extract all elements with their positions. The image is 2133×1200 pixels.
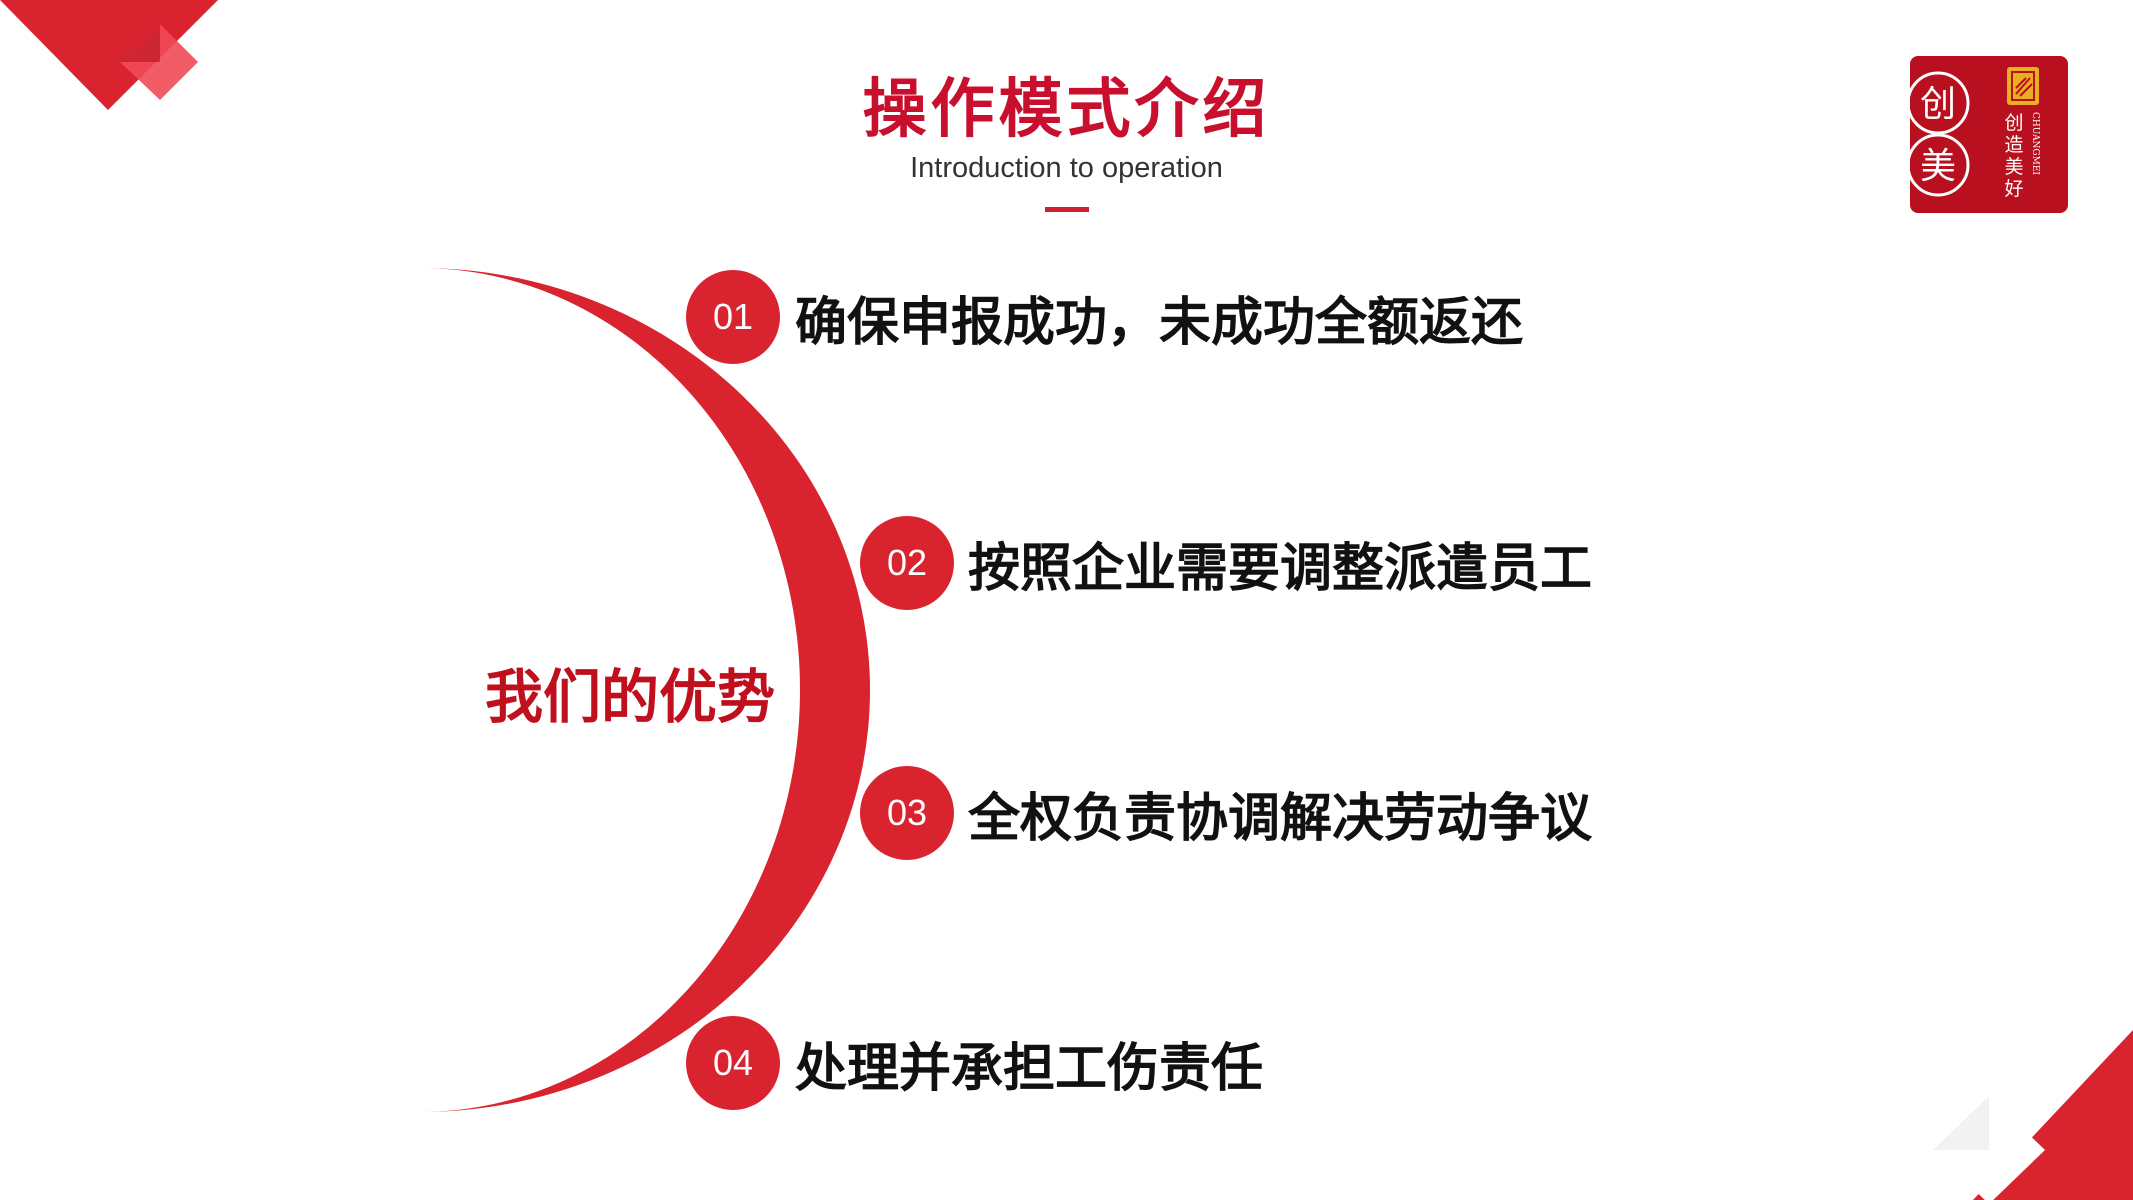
logo-tagline-char: 造: [2004, 134, 2024, 156]
title-underline: [1045, 207, 1089, 212]
logo-tagline-char: 美: [2004, 156, 2024, 178]
logo-tagline-char: 创: [2004, 112, 2024, 134]
item-number-badge: 03: [860, 766, 954, 860]
logo-latin-text: CHUANGMEI: [2030, 112, 2040, 175]
corner-decoration-bottom-right: [1933, 1030, 2133, 1200]
corner-decoration-top-left: [0, 0, 218, 110]
logo-emblem-char: 美: [1920, 146, 1956, 187]
logo-tagline: 创 造 美 好: [2002, 112, 2026, 200]
item-number-badge: 02: [860, 516, 954, 610]
page-title: 操作模式介绍: [862, 72, 1271, 147]
brand-logo: 创 美 创 造 美 好 CHUANGMEI: [1910, 56, 2068, 213]
logo-mark-icon: [2007, 67, 2039, 105]
logo-emblem: 创 美: [1910, 71, 1970, 197]
page-subtitle: Introduction to operation: [910, 152, 1223, 184]
advantage-item-text: 全权负责协调解决劳动争议: [968, 788, 1593, 849]
advantage-item-text: 处理并承担工伤责任: [795, 1038, 1264, 1099]
logo-tagline-char: 好: [2004, 178, 2024, 200]
advantages-label: 我们的优势: [484, 663, 775, 731]
logo-emblem-char: 创: [1920, 84, 1956, 125]
advantage-item-text: 按照企业需要调整派遣员工: [968, 538, 1593, 599]
item-number-badge: 01: [686, 270, 780, 364]
advantage-item-text: 确保申报成功，未成功全额返还: [795, 292, 1524, 353]
item-number-badge: 04: [686, 1016, 780, 1110]
